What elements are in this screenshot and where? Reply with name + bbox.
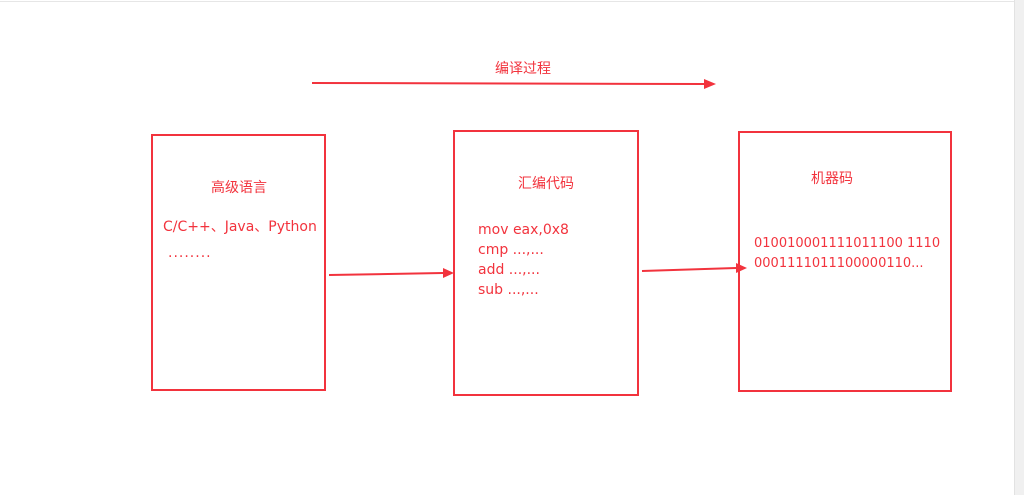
assembly-line-1: mov eax,0x8 bbox=[478, 222, 569, 238]
assembly-code-box bbox=[453, 130, 639, 396]
high-level-language-box bbox=[151, 134, 326, 391]
assembly-line-4: sub ...,... bbox=[478, 282, 539, 298]
high-level-line-2: ........ bbox=[168, 245, 212, 261]
machine-line-2: 0001111011100000110... bbox=[754, 256, 924, 271]
high-level-line-1: C/C++、Java、Python bbox=[163, 219, 317, 235]
assembly-line-2: cmp ...,... bbox=[478, 242, 544, 258]
high-level-title: 高级语言 bbox=[211, 180, 267, 196]
assembly-line-3: add ...,... bbox=[478, 262, 540, 278]
top-divider bbox=[0, 1, 1014, 2]
process-label: 编译过程 bbox=[495, 61, 551, 77]
arrow-assembly-to-machine bbox=[641, 263, 747, 273]
machine-line-1: 010010001111011100 1110 bbox=[754, 236, 941, 251]
assembly-title: 汇编代码 bbox=[518, 176, 574, 192]
process-arrow bbox=[311, 79, 716, 89]
arrow-high-to-assembly bbox=[328, 268, 454, 278]
machine-code-box bbox=[738, 131, 952, 392]
machine-title: 机器码 bbox=[811, 171, 853, 187]
vertical-scrollbar[interactable] bbox=[1014, 0, 1024, 495]
